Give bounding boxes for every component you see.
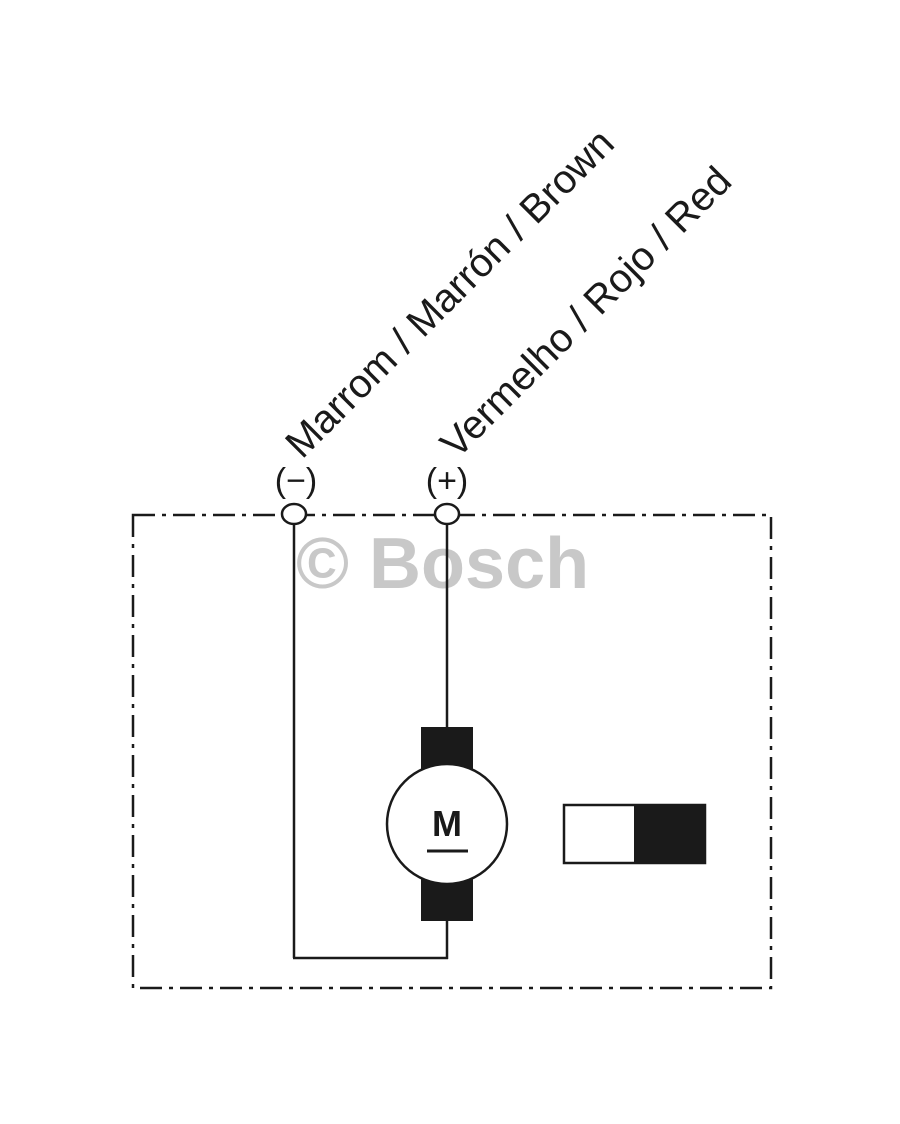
- negative-wire-label: Marrom / Marrón / Brown: [277, 121, 622, 466]
- positive-terminal: [433, 502, 461, 526]
- watermark: © Bosch: [296, 524, 589, 604]
- positive-polarity-label: (+): [426, 462, 469, 500]
- indicator-filled-half: [634, 805, 705, 863]
- negative-terminal: [280, 502, 308, 526]
- motor-symbol: [385, 762, 509, 886]
- motor-letter: M: [432, 803, 462, 844]
- negative-polarity-label: (−): [275, 462, 318, 500]
- circuit-wires: [292, 524, 449, 960]
- positive-wire-label: Vermelho / Rojo / Red: [432, 159, 740, 467]
- housing-boundary: [131, 513, 773, 990]
